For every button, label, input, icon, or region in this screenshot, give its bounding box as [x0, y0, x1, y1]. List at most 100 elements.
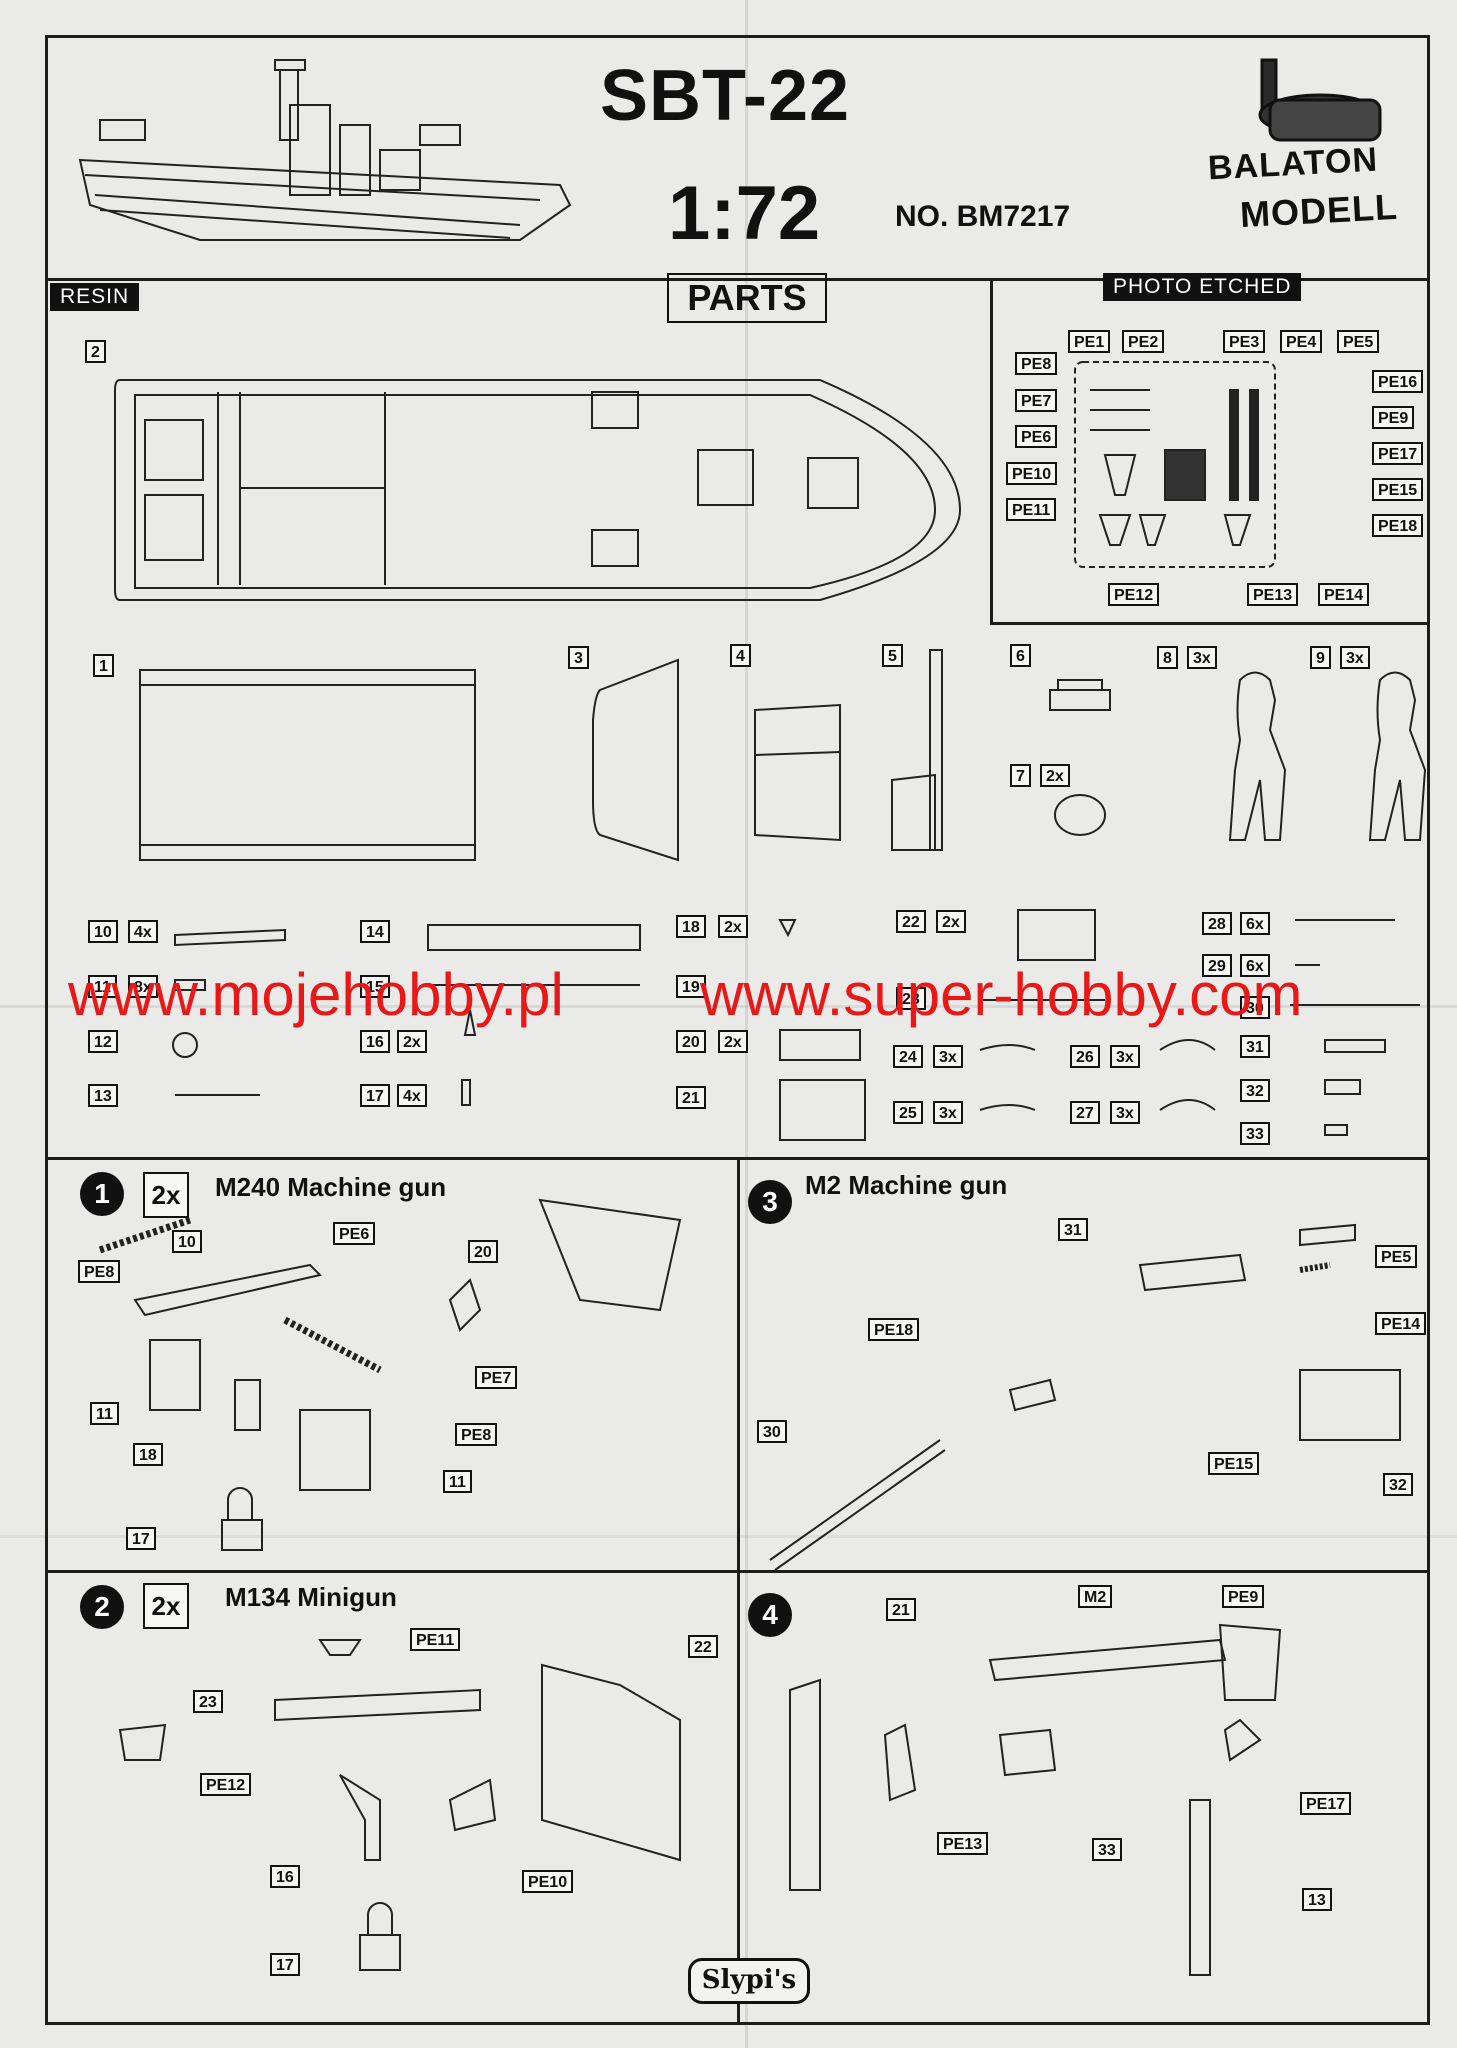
part-quantity: 4x: [128, 920, 158, 943]
step-part-label: PE14: [1375, 1312, 1427, 1335]
step-part-label: 30: [757, 1420, 787, 1443]
part-label: 1: [93, 654, 114, 677]
step-part-label: PE12: [200, 1773, 252, 1796]
step-number: 1: [80, 1172, 124, 1216]
step3-drawing: [769, 1223, 1401, 1571]
pe-label: PE10: [1006, 462, 1058, 485]
pe-label: PE8: [1015, 352, 1058, 375]
part-quantity: 2x: [718, 1030, 748, 1053]
part-quantity: 3x: [1110, 1045, 1140, 1068]
step-title: M2 Machine gun: [805, 1170, 1008, 1200]
pe-label: PE2: [1122, 330, 1165, 353]
fold-line: [745, 0, 748, 2048]
part-quantity: 8x: [128, 975, 158, 998]
step-part-label: 13: [1302, 1888, 1332, 1911]
step-part-label: PE13: [937, 1832, 989, 1855]
part-label: 12: [88, 1030, 118, 1053]
pe-label: PE7: [1015, 389, 1058, 412]
pe-label: PE5: [1337, 330, 1380, 353]
part-label: 5: [882, 644, 903, 667]
part-label: 29: [1202, 954, 1232, 977]
part-label: 9: [1310, 646, 1331, 669]
step-number: 2: [80, 1585, 124, 1629]
step-part-label: PE11: [410, 1628, 461, 1651]
pe-label: PE15: [1372, 478, 1424, 501]
step-part-label: PE8: [78, 1260, 121, 1283]
part-quantity: 6x: [1240, 954, 1270, 977]
pe-label: PE18: [1372, 514, 1424, 537]
part-label: 17: [360, 1084, 390, 1107]
part-quantity: 3x: [1340, 646, 1370, 669]
step-part-label: PE9: [1222, 1585, 1265, 1608]
step-quantity: 2x: [143, 1172, 189, 1218]
part-quantity: 4x: [397, 1084, 427, 1107]
part-label: 16: [360, 1030, 390, 1053]
kit-title: SBT-22: [600, 56, 851, 136]
step-part-label: 21: [886, 1598, 916, 1621]
photo-etched-section-tag: PHOTO ETCHED: [1103, 273, 1302, 301]
part-label: 11: [88, 975, 117, 998]
part-label: 13: [88, 1084, 118, 1107]
step-part-label: 11: [90, 1402, 119, 1425]
part-label: 24: [893, 1045, 923, 1068]
part-label: 10: [88, 920, 118, 943]
watermark-right: www.super-hobby.com: [700, 961, 1303, 1028]
boat-illustration: [78, 59, 572, 241]
step-part-label: PE10: [522, 1870, 574, 1893]
part-label: 21: [676, 1086, 706, 1109]
part-label: 22: [896, 910, 926, 933]
part-quantity: 2x: [397, 1030, 427, 1053]
step-title: M134 Minigun: [225, 1582, 397, 1612]
step-part-label: PE18: [868, 1318, 920, 1341]
step-title: M240 Machine gun: [215, 1172, 447, 1202]
pe-label: PE1: [1068, 330, 1111, 353]
watermark-left: www.mojehobby.pl: [68, 961, 564, 1028]
footer-logo: Slypi's: [688, 1958, 810, 2004]
catalog-number: NO. BM7217: [895, 200, 1071, 233]
part-quantity: 3x: [1187, 646, 1217, 669]
step4-drawing: [789, 1623, 1282, 1976]
step-part-label: 23: [193, 1690, 223, 1713]
part-quantity: 6x: [1240, 912, 1270, 935]
step-part-label: 18: [133, 1443, 163, 1466]
part-label: 18: [676, 915, 706, 938]
step-part-label: 20: [468, 1240, 498, 1263]
part-label: 23: [896, 987, 926, 1010]
step-part-label: 16: [270, 1865, 300, 1888]
part-quantity: 2x: [718, 915, 748, 938]
step1-drawing: [98, 1198, 682, 1551]
part-label: 7: [1010, 764, 1031, 787]
part-label: 27: [1070, 1101, 1100, 1124]
part-label: 28: [1202, 912, 1232, 935]
part-label: 33: [1240, 1122, 1270, 1145]
pe-label: PE14: [1318, 583, 1370, 606]
parts-section-title: PARTS: [667, 273, 827, 323]
pe-label: PE4: [1280, 330, 1323, 353]
step-part-label: M2: [1078, 1585, 1113, 1608]
pe-label: PE9: [1372, 406, 1415, 429]
pe-label: PE11: [1006, 498, 1057, 521]
part-quantity: 2x: [936, 910, 966, 933]
part-label: 3: [568, 646, 589, 669]
step-part-label: PE5: [1375, 1245, 1418, 1268]
step-quantity: 2x: [143, 1583, 189, 1629]
part-label: 4: [730, 644, 751, 667]
step2-drawing: [118, 1639, 681, 1971]
brand-line-2: MODELL: [1239, 185, 1399, 236]
fold-line: [0, 1535, 1457, 1538]
part-label: 19: [676, 975, 706, 998]
part-quantity: 3x: [1110, 1101, 1140, 1124]
kit-scale: 1:72: [668, 171, 821, 256]
part-label: 15: [360, 975, 390, 998]
step-part-label: PE15: [1208, 1452, 1260, 1475]
brand-logo: BALATON MODELL: [1200, 40, 1440, 265]
pe-label: PE16: [1372, 370, 1424, 393]
part-label: 8: [1157, 646, 1178, 669]
part-label: 31: [1240, 1035, 1270, 1058]
resin-section-tag: RESIN: [50, 283, 140, 311]
step-part-label: 32: [1383, 1473, 1413, 1496]
step-part-label: PE8: [455, 1423, 498, 1446]
step-part-label: PE6: [333, 1222, 376, 1245]
